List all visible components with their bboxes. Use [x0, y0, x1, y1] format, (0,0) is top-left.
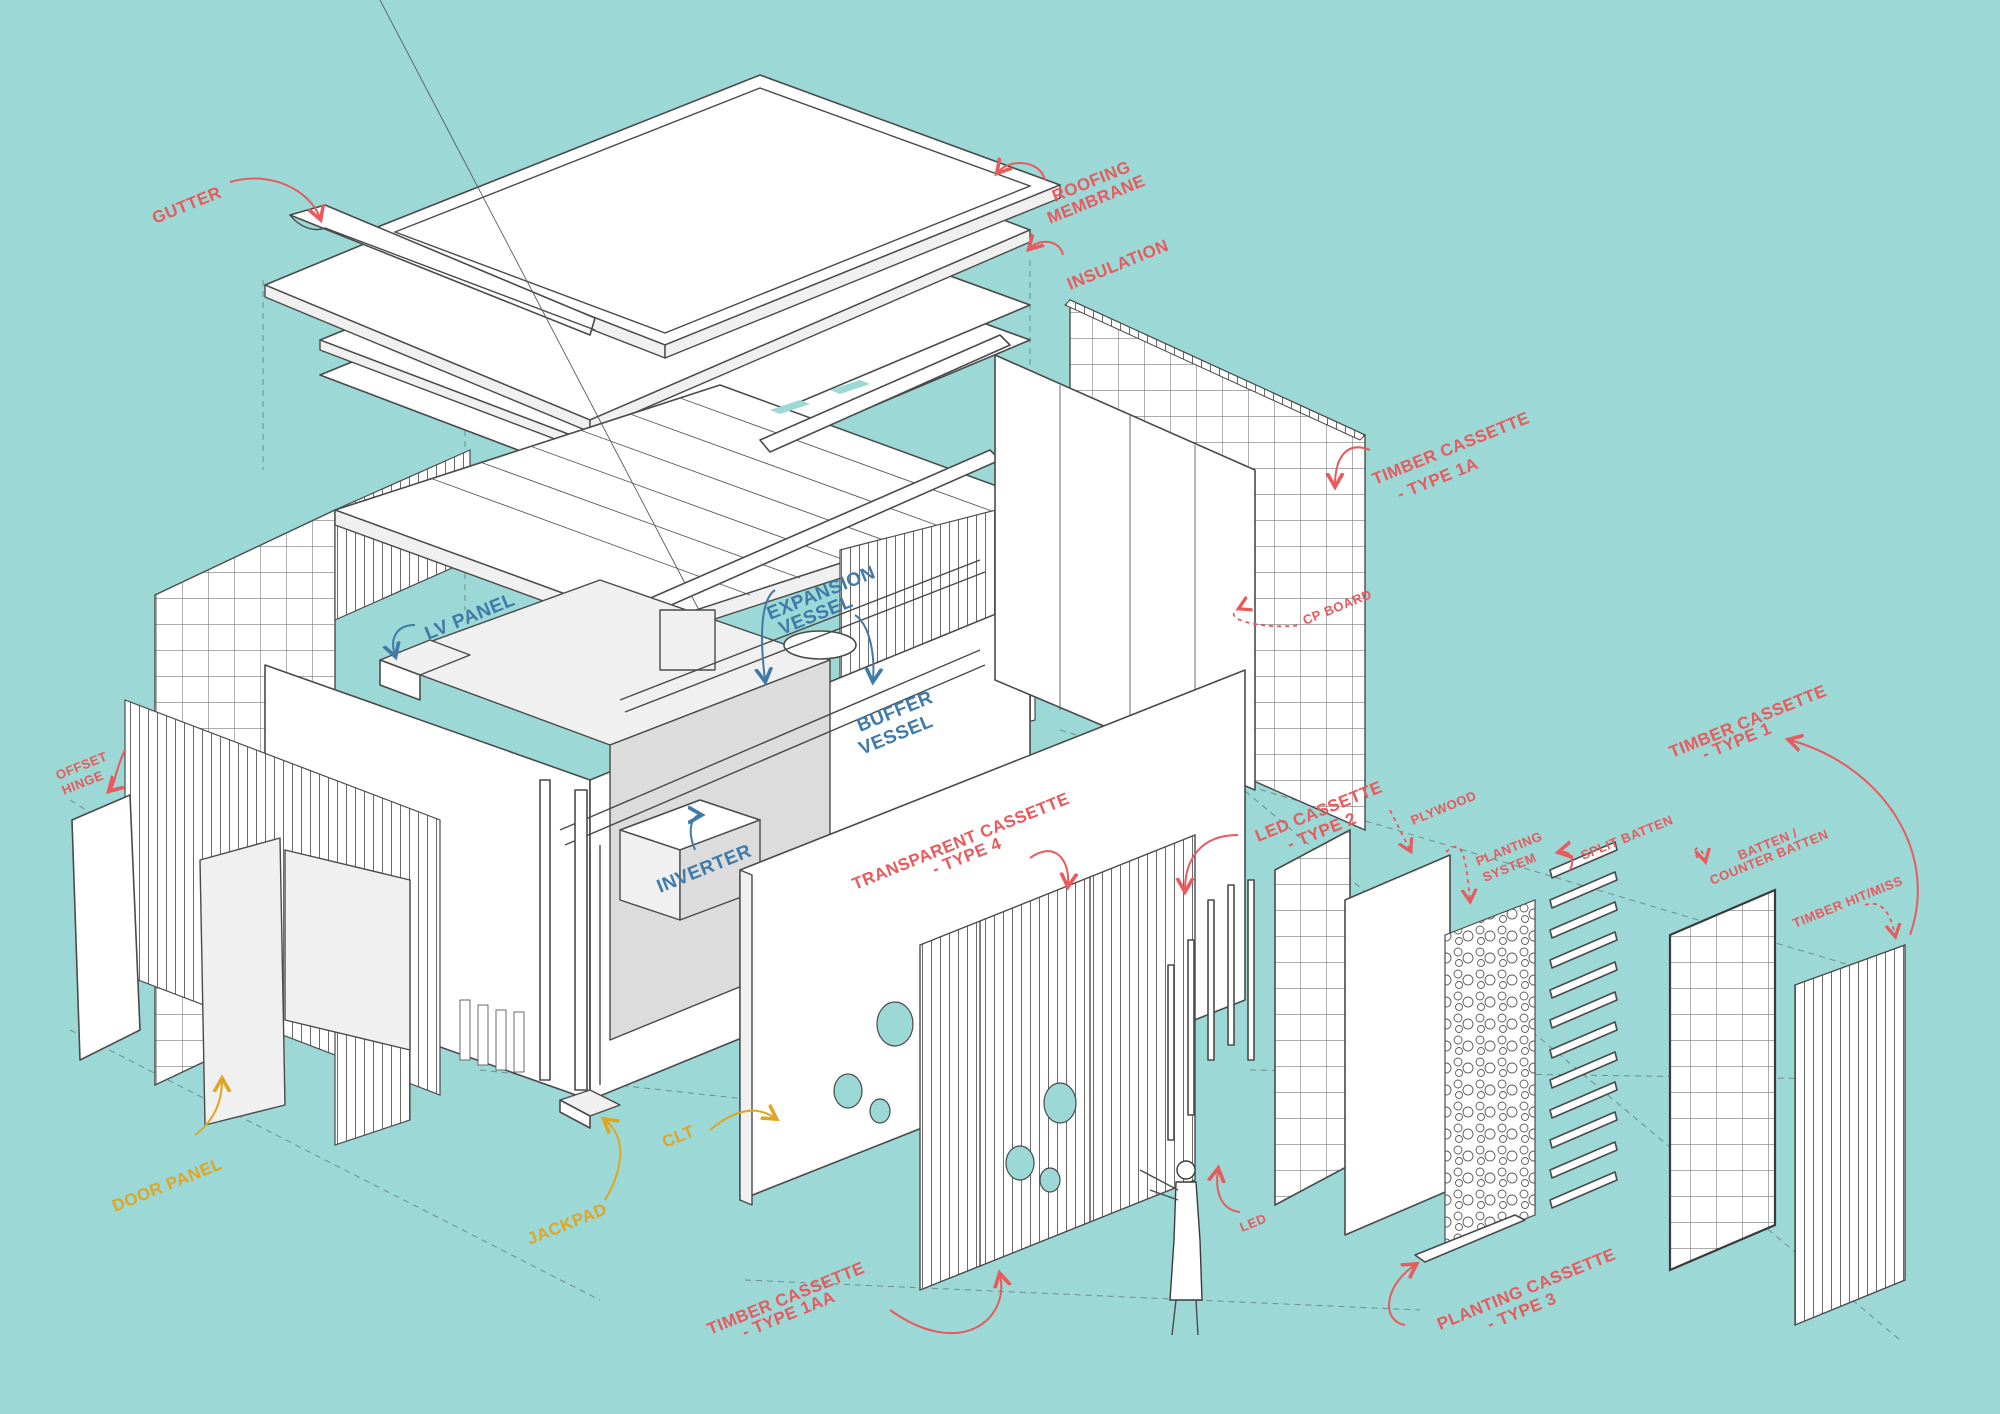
timber-cassette-type-1aa: [919, 833, 1196, 1292]
label-gutter: GUTTER: [149, 183, 224, 228]
label-jackpad: JACKPAD: [524, 1199, 609, 1248]
annotation-arrows: [110, 163, 1919, 1335]
label-timber-hit-miss: TIMBER HIT/MISS: [1791, 873, 1905, 931]
label-clt: CLT: [659, 1122, 697, 1152]
label-insulation: INSULATION: [1064, 236, 1171, 294]
label-timber-cassette-1aa-1: TIMBER CASSETTE: [704, 1258, 867, 1339]
roof-assembly: [264, 74, 1061, 501]
split-battens: [1549, 841, 1618, 1209]
label-split-batten: SPLIT BATTEN: [1579, 812, 1676, 863]
led-cassette-type-2: [1274, 828, 1351, 1207]
timber-cassette-type-1: [1794, 944, 1906, 1327]
timber-cassette-type-1a: [994, 298, 1366, 832]
batten-counter-batten: [1668, 888, 1777, 1272]
planting-cassette-type-3: [1414, 899, 1536, 1263]
plywood-panel: [1344, 854, 1451, 1236]
door-panels: [71, 699, 441, 1146]
label-door-panel: DOOR PANEL: [109, 1154, 225, 1215]
label-timber-cassette-1-1: TIMBER CASSETTE: [1666, 681, 1829, 762]
led-strips: [1167, 879, 1255, 1141]
label-led: LED: [1238, 1211, 1269, 1235]
label-planting-cassette-1: PLANTING CASSETTE: [1434, 1245, 1618, 1334]
scale-figure: [1139, 1160, 1203, 1336]
label-plywood: PLYWOOD: [1409, 788, 1479, 828]
